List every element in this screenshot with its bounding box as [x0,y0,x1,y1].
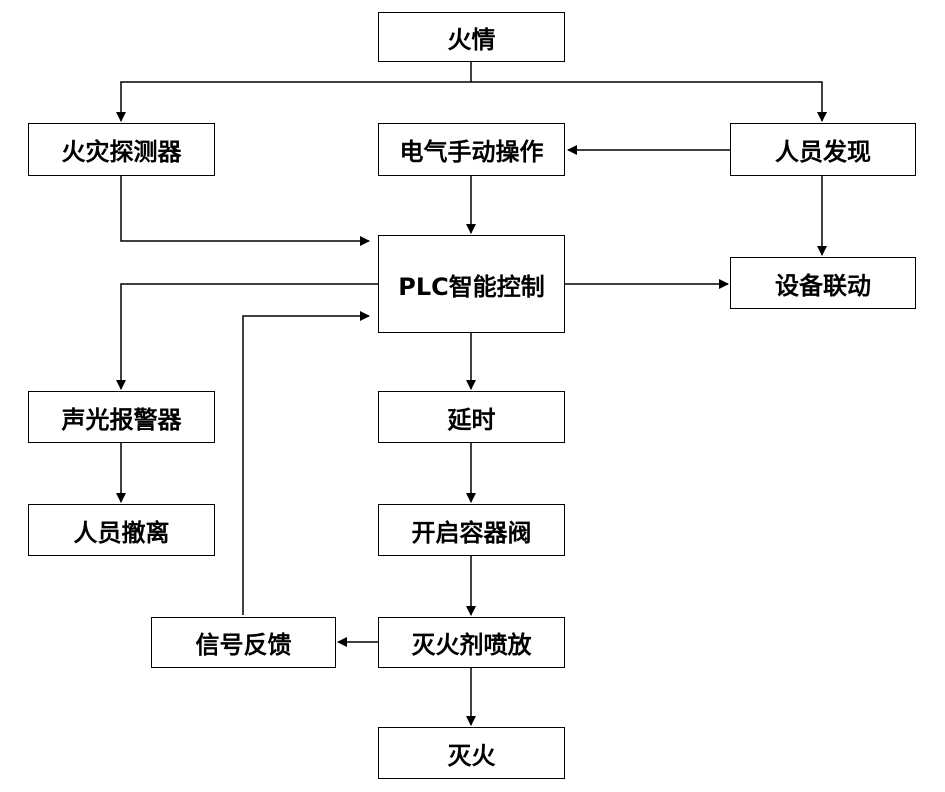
node-delay: 延时 [378,391,565,443]
node-manual-operation: 电气手动操作 [378,123,565,176]
node-evacuate: 人员撤离 [28,504,215,556]
node-detector: 火灾探测器 [28,123,215,176]
node-agent-spray: 灭火剂喷放 [378,617,565,668]
connector-plc-to-alarm [116,283,378,390]
node-extinguished: 灭火 [378,727,565,779]
node-alarm: 声光报警器 [28,391,215,443]
node-person-found: 人员发现 [730,123,916,176]
node-open-valve: 开启容器阀 [378,504,565,556]
connector-detector-to-plc [120,176,370,246]
node-signal-feedback: 信号反馈 [151,617,336,668]
node-plc-control: PLC智能控制 [378,235,565,333]
node-fire: 火情 [378,12,565,62]
connector-fire-to-detector [116,81,471,122]
connector-fire-to-person-found [471,81,827,122]
node-equipment-linkage: 设备联动 [730,257,916,309]
connector-feedback-to-plc [242,311,370,615]
